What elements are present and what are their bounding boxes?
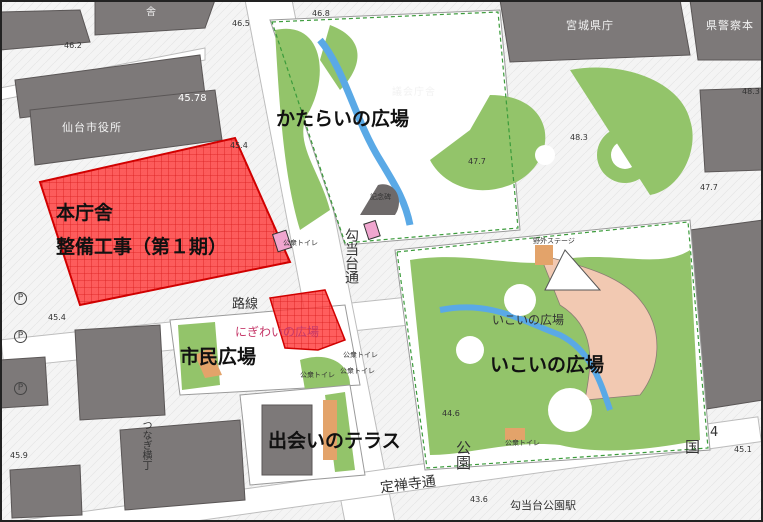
elevation-1: 46.2 xyxy=(64,41,82,50)
marker-pink-2 xyxy=(363,219,381,241)
elevation-9: 47.7 xyxy=(700,183,718,192)
toilet-label-1: 公衆トイレ xyxy=(283,239,318,247)
elevation-10: 45.4 xyxy=(48,313,66,322)
elevation-8: 47.7 xyxy=(468,157,486,166)
site-honchosha-grid xyxy=(40,138,290,305)
katarai-park xyxy=(269,9,693,246)
monument-label: 記念碑 xyxy=(370,193,391,201)
marker-pink-1 xyxy=(271,229,293,253)
elevation-2: 46.5 xyxy=(232,19,250,28)
building-label-assembly: 議会庁舎 xyxy=(392,87,436,98)
toilet-label-5: 公衆トイレ xyxy=(300,371,335,379)
toilet-label-3: 公衆トイレ xyxy=(340,367,375,375)
building-label-police: 県警察本 xyxy=(706,19,754,32)
elevation-4: 45.78 xyxy=(178,93,207,104)
building-label-miyagi-pref: 宮城県庁 xyxy=(566,19,614,32)
elevation-13: 43.6 xyxy=(470,495,488,504)
site-label-honchosha: 本庁舎 xyxy=(56,202,114,224)
buildings-bottom-left xyxy=(0,324,246,519)
site-label-phase1: 整備工事（第１期） xyxy=(56,236,228,258)
deai-terrace xyxy=(239,384,366,486)
site-nigiwai-grid xyxy=(270,290,345,350)
building-label-top: 舎 xyxy=(146,7,157,18)
toilet-label-4: 公衆トイレ xyxy=(505,439,540,447)
toilet-label-2: 公衆トイレ xyxy=(343,351,378,359)
elevation-6: 48.3 xyxy=(570,133,588,142)
nigiwai-plaza-label: にぎわいの広場 xyxy=(235,325,320,339)
building-label-city-hall: 仙台市役所 xyxy=(62,121,122,134)
parking-icon-1: P xyxy=(14,292,27,305)
plaza-label-shimin: 市民広場 xyxy=(180,346,257,368)
parking-icon-3: P xyxy=(14,382,27,395)
elevation-15: 4 xyxy=(710,425,719,440)
elevation-12: 44.6 xyxy=(442,409,460,418)
station-label: 勾当台公園駅 xyxy=(510,499,576,512)
ikoi-small-label: いこいの広場 xyxy=(492,313,565,327)
elevation-14: 45.1 xyxy=(734,445,752,454)
elevation-3: 46.8 xyxy=(312,9,330,18)
road-label-koku: 国 xyxy=(685,438,701,456)
elevation-11: 45.9 xyxy=(10,451,28,460)
building-label-stage: 野外ステージ xyxy=(533,237,575,245)
buildings-top-left xyxy=(0,0,223,166)
road-label-tsunagi: つなぎ横丁 xyxy=(140,420,151,470)
ikoi-park xyxy=(394,219,711,471)
road-label-kouen: 公園 xyxy=(454,440,472,470)
road-label-rosen: 路線 xyxy=(232,297,259,312)
park-boundaries xyxy=(271,11,709,469)
elevation-7: 48.3 xyxy=(742,87,760,96)
plaza-label-deai: 出会いのテラス xyxy=(268,430,401,452)
road-label-kotodai: 勾当台通 xyxy=(343,228,359,284)
parking-icon-2: P xyxy=(14,330,27,343)
elevation-5: 45.4 xyxy=(230,141,248,150)
plaza-label-katarai: かたらいの広場 xyxy=(276,108,410,130)
plaza-label-ikoi: いこいの広場 xyxy=(490,354,605,376)
